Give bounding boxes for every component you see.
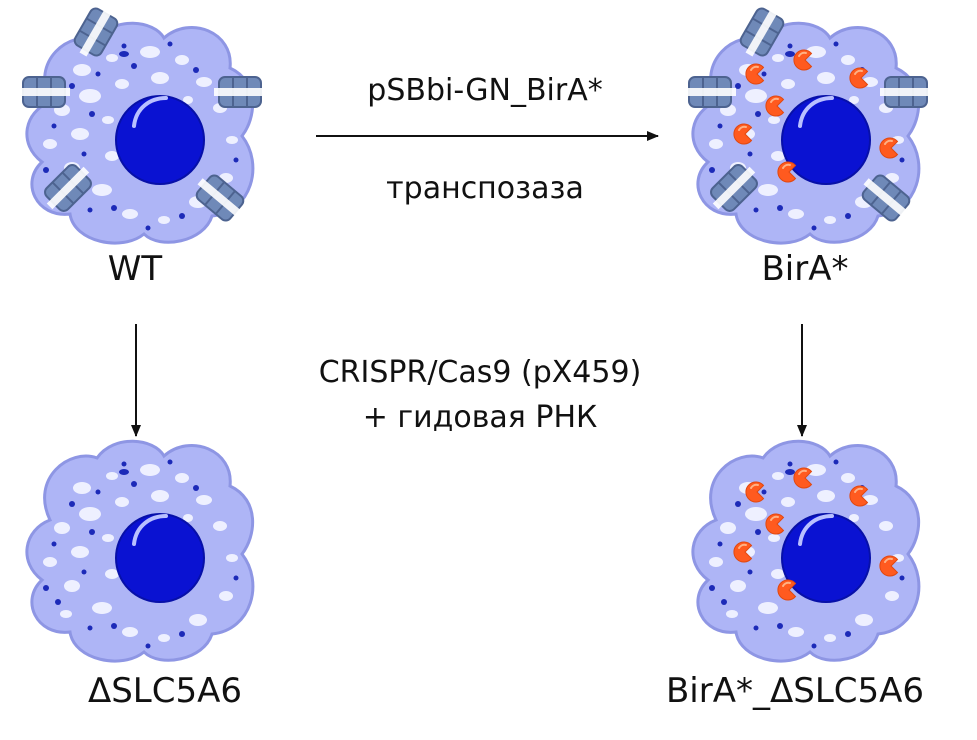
label-bira-knockout: BirA*_ΔSLC5A6 bbox=[665, 671, 925, 711]
label-guide-rna: + гидовая РНК bbox=[362, 400, 598, 435]
label-crispr: CRISPR/Cas9 (pX459) bbox=[318, 355, 642, 390]
label-transposase: транспозаза bbox=[386, 171, 584, 206]
receptor-icon bbox=[879, 76, 933, 108]
receptor-icon bbox=[213, 76, 267, 108]
receptor-icon bbox=[683, 76, 737, 108]
label-plasmid: pSBbi-GN_BirA* bbox=[367, 73, 603, 108]
cell-knockout bbox=[24, 439, 255, 664]
label-knockout: ΔSLC5A6 bbox=[87, 671, 243, 711]
receptor-icon bbox=[17, 76, 71, 108]
cell-wt bbox=[17, 0, 267, 246]
cell-bira bbox=[683, 0, 933, 246]
label-wt: WT bbox=[107, 249, 163, 289]
label-bira: BirA* bbox=[761, 249, 849, 289]
cell-bira-knockout bbox=[690, 439, 921, 664]
